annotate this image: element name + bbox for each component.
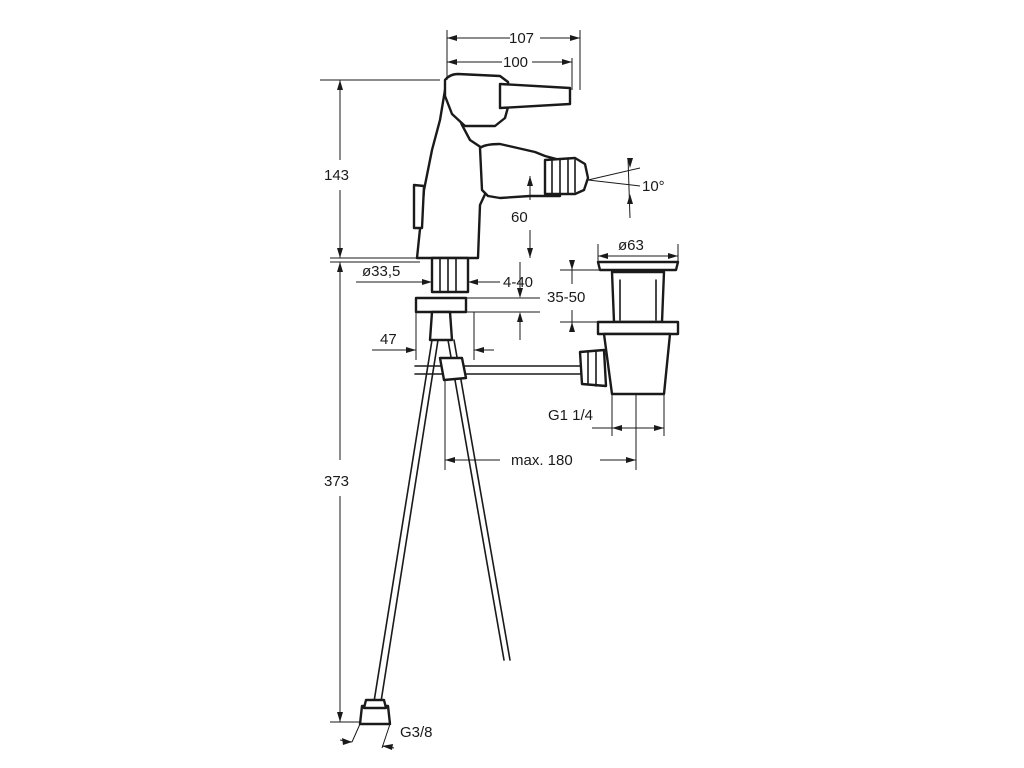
pop-up-waste [578,260,680,396]
label-dia-33-5: ø33,5 [362,263,400,280]
label-373: 373 [324,473,349,490]
dimension-lines [320,30,679,750]
label-g3-8: G3/8 [400,724,433,741]
dimension-labels: 107 100 143 10° 60 ø33,5 4-40 ø63 35-50 … [324,30,665,741]
label-4-40: 4-40 [503,274,533,291]
label-47: 47 [380,331,397,348]
label-10-degree: 10° [642,178,665,195]
faucet-body [412,72,590,342]
supply-hoses [358,339,511,726]
label-60: 60 [511,209,528,226]
label-35-50: 35-50 [547,289,585,306]
label-max-180: max. 180 [511,452,573,469]
label-dia-63: ø63 [618,237,644,254]
label-107: 107 [509,30,534,47]
label-g1-1-4: G1 1/4 [548,407,593,424]
label-143: 143 [324,167,349,184]
popup-rod [414,356,591,382]
label-100: 100 [503,54,528,71]
